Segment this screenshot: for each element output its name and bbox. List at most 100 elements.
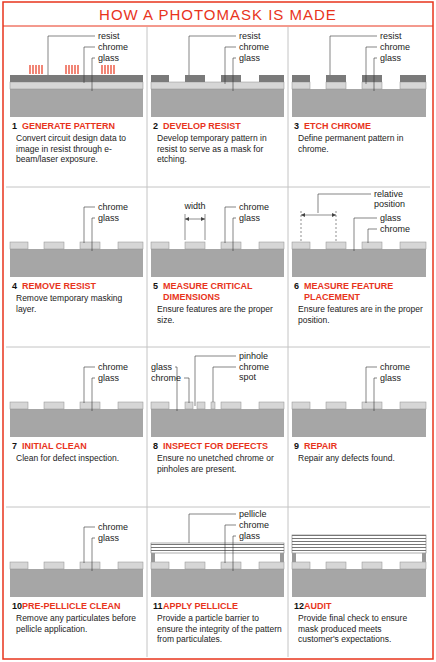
part-label: glass xyxy=(380,213,401,223)
step-description: Develop temporary pattern in resist to s… xyxy=(153,133,282,165)
step-number: 6 xyxy=(294,281,304,292)
dimension-line xyxy=(301,215,336,216)
pellicle-frame xyxy=(280,553,284,562)
leader-line xyxy=(92,538,95,571)
part-label: glass xyxy=(98,53,119,63)
glass-layer xyxy=(10,569,143,597)
step-heading: INITIAL CLEAN xyxy=(22,441,87,452)
cross-section xyxy=(10,65,143,117)
glass-layer xyxy=(151,409,284,437)
part-label: pinhole xyxy=(239,351,268,361)
chrome-layer xyxy=(400,562,426,569)
part-label: resist xyxy=(380,31,402,41)
chrome-layer xyxy=(259,242,284,249)
exposure-beam xyxy=(104,65,105,74)
step-panel: 12AUDITProvide final check to ensure mas… xyxy=(288,507,430,657)
exposure-beam xyxy=(107,65,108,74)
cross-section xyxy=(151,75,284,117)
step-description: Convert circuit design data to image in … xyxy=(12,133,141,165)
glass-layer xyxy=(292,409,426,437)
exposure-beam xyxy=(110,65,111,74)
step-text: 6MEASURE FEATURE PLACEMENTEnsure feature… xyxy=(288,281,430,325)
step-text: 3ETCH CHROMEDefine permanent pattern in … xyxy=(288,121,430,154)
chrome-layer xyxy=(292,242,310,249)
part-label: glass xyxy=(239,213,260,223)
chrome-layer xyxy=(185,562,205,569)
exposure-beam xyxy=(71,65,72,74)
step-panel: 6MEASURE FEATURE PLACEMENTEnsure feature… xyxy=(288,187,430,347)
leader-line xyxy=(92,218,95,251)
step-heading-row: 11APPLY PELLICLE xyxy=(153,601,282,612)
leader-line xyxy=(225,525,236,563)
frame xyxy=(3,2,433,659)
exposure-beam xyxy=(101,65,102,74)
chrome-layer xyxy=(10,562,28,569)
leader-line xyxy=(84,367,95,403)
step-number: 2 xyxy=(153,121,163,132)
leader-line xyxy=(92,378,95,411)
cross-section xyxy=(292,402,426,437)
chrome-layer xyxy=(400,242,426,249)
chrome-layer xyxy=(326,82,346,89)
step-number: 9 xyxy=(294,441,304,452)
step-heading-row: 10PRE-PELLICLE CLEAN xyxy=(12,601,141,612)
leader-line xyxy=(84,207,95,243)
leader-line xyxy=(213,367,236,402)
part-label: chrome xyxy=(98,522,128,532)
exposure-beam xyxy=(68,65,69,74)
part-label: chrome xyxy=(239,520,269,530)
arrow-head xyxy=(185,217,189,221)
chrome-layer xyxy=(400,402,426,409)
glass-layer xyxy=(292,569,426,597)
step-description: Provide a particle barrier to ensure the… xyxy=(153,613,282,645)
pellicle-film xyxy=(292,535,426,553)
chrome-layer xyxy=(118,402,143,409)
cross-section xyxy=(151,543,284,597)
part-label: pellicle xyxy=(239,509,267,519)
exposure-beam xyxy=(113,65,114,74)
step-heading: INSPECT FOR DEFECTS xyxy=(163,441,268,452)
chrome-layer xyxy=(151,402,169,409)
extension-line xyxy=(205,214,206,240)
part-label: glass xyxy=(98,533,119,543)
chrome-layer xyxy=(259,562,284,569)
arrow-head xyxy=(201,217,205,221)
leader-line xyxy=(84,47,95,83)
leader-line xyxy=(330,36,377,75)
chrome-layer xyxy=(326,562,346,569)
part-label: chrome xyxy=(380,224,410,234)
step-heading: REPAIR xyxy=(304,441,337,452)
cross-section xyxy=(292,75,426,117)
step-heading-row: 6MEASURE FEATURE PLACEMENT xyxy=(294,281,424,303)
panel-grid xyxy=(6,27,430,657)
resist-layer xyxy=(185,75,205,82)
chrome-layer xyxy=(118,242,143,249)
exposure-beam xyxy=(77,65,78,74)
cross-section xyxy=(10,562,143,597)
part-label: chrome xyxy=(380,42,410,52)
step-description: Clean for defect inspection. xyxy=(12,453,141,464)
leader-line xyxy=(374,58,377,91)
step-heading: GENERATE PATTERN xyxy=(22,121,115,132)
part-label: glass xyxy=(380,53,401,63)
leader-line xyxy=(366,47,377,84)
step-number: 8 xyxy=(153,441,163,452)
leader-line xyxy=(84,527,95,563)
leader-line xyxy=(354,218,377,251)
exposure-beam xyxy=(32,65,33,74)
part-label: resist xyxy=(98,31,120,41)
part-label: glass xyxy=(239,53,260,63)
resist-layer xyxy=(151,75,169,82)
step-text: 8INSPECT FOR DEFECTSEnsure no unetched c… xyxy=(147,441,288,474)
step-heading: APPLY PELLICLE xyxy=(163,601,238,612)
chrome-layer xyxy=(44,242,64,249)
chrome-layer xyxy=(362,242,382,249)
leader-line xyxy=(195,356,236,406)
title: HOW A PHOTOMASK IS MADE xyxy=(0,6,436,23)
chrome-layer xyxy=(151,562,169,569)
step-number: 10 xyxy=(12,601,22,612)
exposure-beam xyxy=(35,65,36,74)
chrome-layer xyxy=(400,82,426,89)
pellicle-film xyxy=(151,543,284,553)
